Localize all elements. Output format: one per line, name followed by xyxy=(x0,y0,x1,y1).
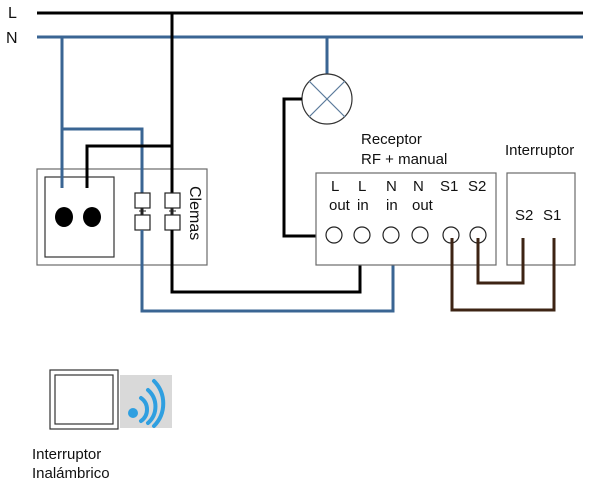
neutral-to-clamp-wire xyxy=(62,127,144,193)
neutral-in-wire xyxy=(140,230,395,313)
wireless-switch xyxy=(49,369,119,430)
lamp-line-out-wire xyxy=(282,97,330,238)
clamps-label: Clemas xyxy=(186,186,203,240)
receptor-subtitle: RF + manual xyxy=(361,151,447,168)
terminal-label: out xyxy=(329,197,351,214)
terminal-label: L xyxy=(358,178,366,195)
line-to-socket-wire xyxy=(85,144,172,188)
terminal-l-out xyxy=(325,226,343,244)
switch-terminal-label: S2 xyxy=(515,207,533,224)
terminal-label: L xyxy=(331,178,339,195)
terminal-label: out xyxy=(412,197,434,214)
socket-hole-left xyxy=(55,207,73,227)
switch-box xyxy=(506,172,576,266)
terminal-label: in xyxy=(386,197,398,214)
lamp-icon xyxy=(301,73,353,125)
receptor-box xyxy=(315,172,497,266)
wireless-label-line1: Interruptor xyxy=(32,446,101,463)
terminal-label: N xyxy=(413,178,424,195)
terminal-l-in xyxy=(353,226,371,244)
terminal-n-out xyxy=(411,226,429,244)
terminal-label: S1 xyxy=(440,178,458,195)
line-bus-label: L xyxy=(8,5,17,22)
terminal-n-in xyxy=(382,226,400,244)
wireless-label-line2: Inalámbrico xyxy=(32,465,110,482)
switch-terminal-label: S1 xyxy=(543,207,561,224)
terminal-label: S2 xyxy=(468,178,486,195)
receptor-title: Receptor xyxy=(361,131,422,148)
terminal-label: in xyxy=(357,197,369,214)
switch-title: Interruptor xyxy=(505,142,574,159)
neutral-bus-label: N xyxy=(6,30,18,47)
s2-wire xyxy=(476,238,525,285)
clamp-neutral xyxy=(134,192,151,231)
wireless-signal-icon xyxy=(120,375,172,428)
s1-wire xyxy=(450,238,556,312)
terminal-label: N xyxy=(386,178,397,195)
socket-hole-right xyxy=(83,207,101,227)
